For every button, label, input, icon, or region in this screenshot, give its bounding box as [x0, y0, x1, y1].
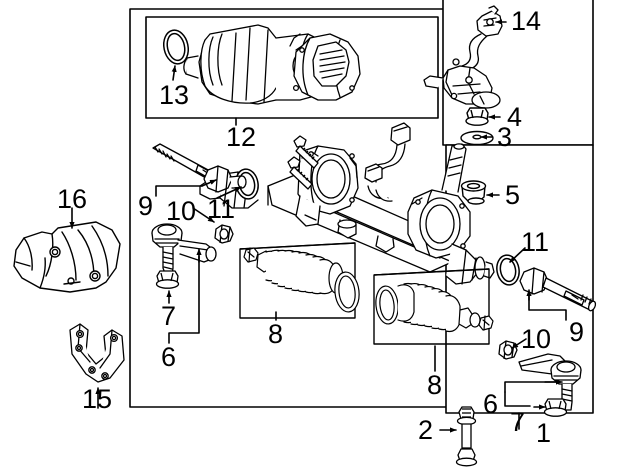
mounting-bolt-long [455, 406, 478, 467]
motor-o-ring [162, 29, 190, 65]
leader-11-left [216, 186, 242, 199]
callout-leaders [69, 19, 567, 433]
callout-number-3[interactable]: 3 [497, 122, 513, 152]
callout-number-15[interactable]: 15 [82, 384, 113, 414]
motor-gear-housing [293, 33, 361, 101]
bellows-boot-kit-left [243, 247, 360, 313]
inner-tie-rod-jam-nut-right [498, 340, 518, 360]
callout-number-12[interactable]: 12 [226, 122, 257, 152]
callout-number-16[interactable]: 16 [57, 184, 88, 214]
pinion-shaft-dust-boot [460, 180, 487, 205]
heat-shield-bracket [69, 323, 125, 383]
callout-number-9[interactable]: 9 [138, 191, 154, 221]
callout-number-8-right[interactable]: 8 [427, 370, 443, 400]
bellows-boot-kit-right [375, 282, 494, 333]
callout-number-14[interactable]: 14 [511, 6, 542, 36]
callout-number-11-right[interactable]: 11 [521, 227, 550, 257]
callout-number-1[interactable]: 1 [536, 418, 552, 448]
tie-rod-castle-nut-right [543, 398, 568, 417]
callout-number-7[interactable]: 7 [161, 301, 177, 331]
leader-6-right [504, 381, 558, 393]
hex-flange-nut [465, 107, 489, 126]
callout-number-2[interactable]: 2 [418, 415, 434, 445]
bellows-boot-kit-right-box [373, 268, 490, 345]
bellows-boot-kit-left-box [239, 242, 356, 319]
leader-9-right [528, 295, 567, 321]
callout-number-9-right[interactable]: 9 [569, 317, 585, 347]
callout-number-6[interactable]: 6 [161, 342, 177, 372]
leader-10-left [192, 207, 215, 223]
leader-13 [171, 65, 177, 81]
callout-number-11[interactable]: 11 [207, 194, 236, 224]
outer-tie-rod-end-right [518, 353, 582, 411]
inner-tie-rod-jam-nut-left [214, 224, 234, 244]
leader-10-right [511, 338, 527, 349]
leader-9-left [155, 185, 203, 197]
callout-number-6-right[interactable]: 6 [483, 389, 499, 419]
position-sensor-harness [423, 5, 503, 109]
callout-number-5[interactable]: 5 [505, 180, 521, 210]
leader-6-left [168, 255, 200, 344]
heat-shield [13, 221, 121, 293]
callout-number-10[interactable]: 10 [166, 196, 197, 226]
washer [460, 130, 494, 146]
callout-number-13[interactable]: 13 [159, 80, 190, 110]
callout-number-8[interactable]: 8 [268, 319, 284, 349]
tie-rod-castle-nut-left [155, 270, 180, 289]
leader-11-right [509, 247, 526, 263]
callout-number-10-right[interactable]: 10 [521, 324, 552, 354]
inner-tie-rod-left [152, 143, 247, 193]
inner-tie-rod-right [519, 267, 597, 312]
steering-assist-motor [183, 24, 361, 105]
callout-number-7-right[interactable]: 7 [510, 407, 526, 437]
rack-seal-ring-right [496, 254, 520, 286]
callout-number-4[interactable]: 4 [507, 102, 523, 132]
gear-wiring-harness [364, 122, 411, 202]
gear-mounting-bolts [287, 135, 319, 190]
